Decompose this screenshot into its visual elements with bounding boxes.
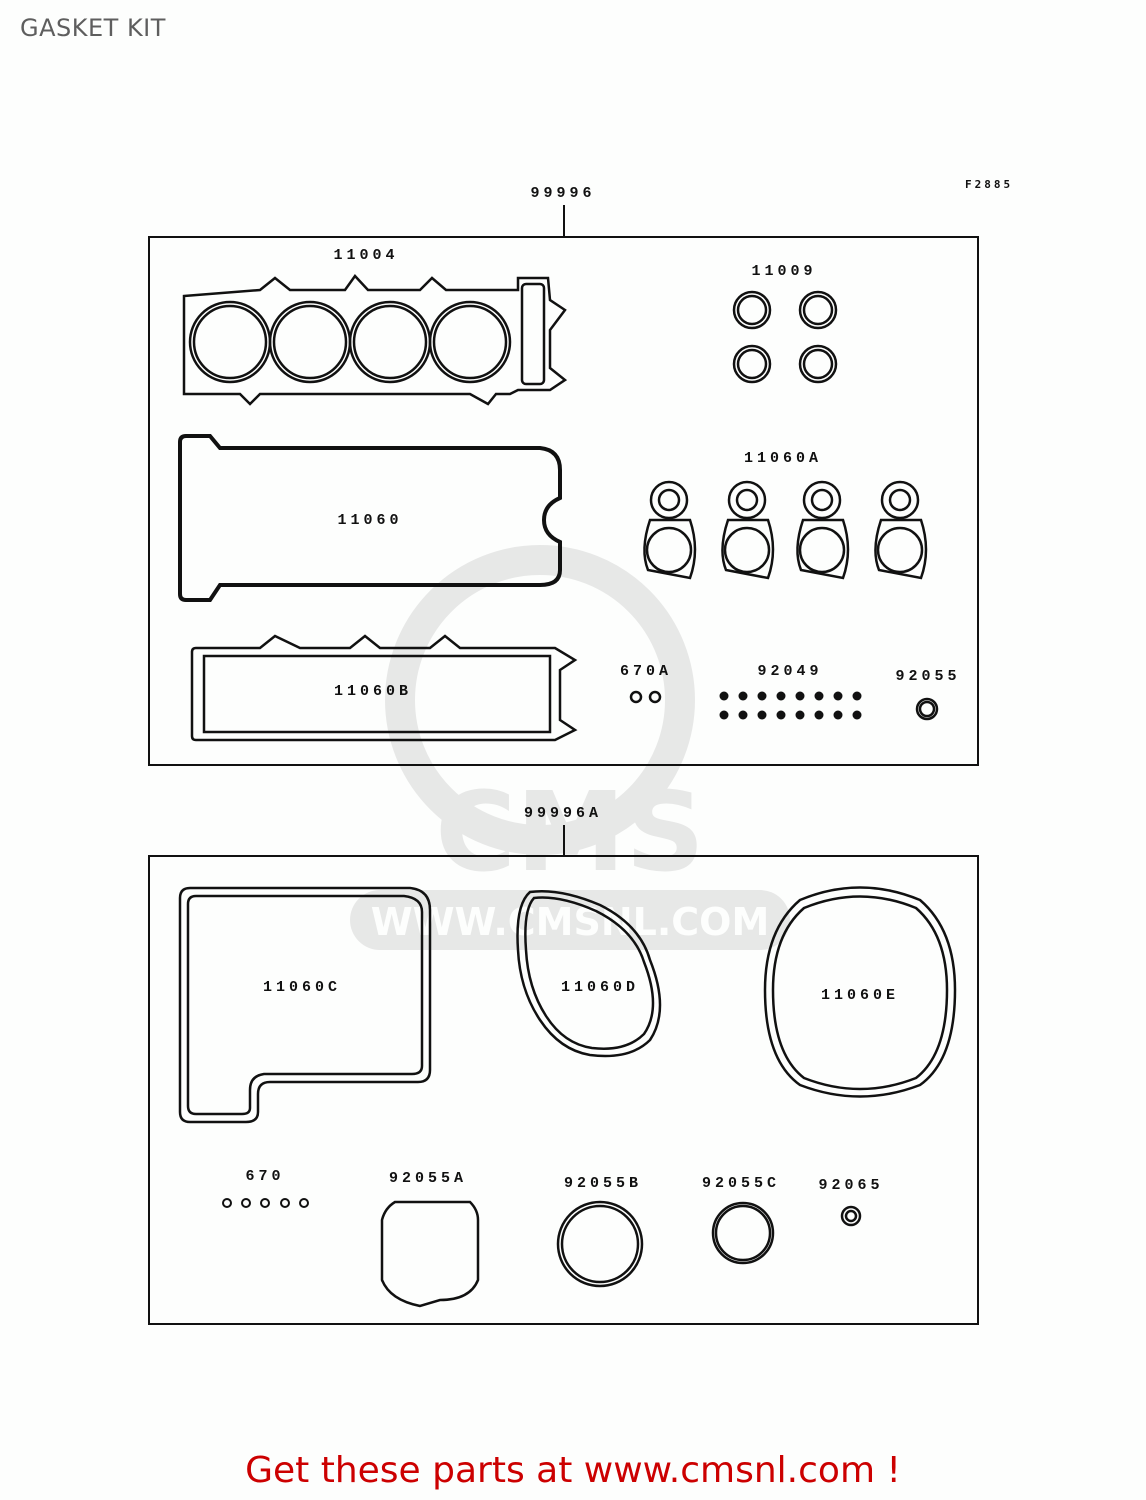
part-label-670a[interactable]: 670A bbox=[619, 663, 673, 680]
kit-box-99996 bbox=[148, 236, 979, 766]
part-label-11060e[interactable]: 11060E bbox=[820, 987, 900, 1004]
part-label-92055a[interactable]: 92055A bbox=[388, 1170, 468, 1187]
part-11060c-drawing[interactable] bbox=[178, 886, 432, 1124]
page-title: GASKET KIT bbox=[20, 14, 166, 42]
svg-text:CMS: CMS bbox=[435, 768, 704, 896]
part-label-11060[interactable]: 11060 bbox=[337, 512, 403, 529]
part-92055c-drawing[interactable] bbox=[711, 1201, 775, 1265]
part-11060-drawing[interactable] bbox=[178, 434, 562, 602]
part-92049-drawing[interactable] bbox=[719, 691, 862, 720]
footer-link[interactable]: Get these parts at www.cmsnl.com ! bbox=[245, 1450, 901, 1491]
figure-code: F2885 bbox=[965, 178, 1014, 191]
part-92055a-drawing[interactable] bbox=[380, 1200, 480, 1308]
part-label-92055b[interactable]: 92055B bbox=[563, 1175, 643, 1192]
part-92055b-drawing[interactable] bbox=[556, 1200, 644, 1288]
kit-label-99996[interactable]: 99996 bbox=[530, 185, 596, 202]
part-label-92055c[interactable]: 92055C bbox=[701, 1175, 781, 1192]
part-11060d-drawing[interactable] bbox=[516, 890, 662, 1058]
part-label-670[interactable]: 670 bbox=[245, 1168, 285, 1185]
part-label-11009[interactable]: 11009 bbox=[751, 263, 817, 280]
part-label-11060a[interactable]: 11060A bbox=[743, 450, 823, 467]
leader-line bbox=[563, 825, 565, 857]
part-670a-drawing[interactable] bbox=[629, 690, 662, 704]
part-label-11060b[interactable]: 11060B bbox=[333, 683, 413, 700]
kit-label-99996a[interactable]: 99996A bbox=[523, 805, 603, 822]
kit-box-99996a bbox=[148, 855, 979, 1325]
part-11060e-drawing[interactable] bbox=[763, 886, 957, 1098]
part-label-11060c[interactable]: 11060C bbox=[262, 979, 342, 996]
part-92065-drawing[interactable] bbox=[840, 1205, 862, 1227]
part-11060a-drawing[interactable] bbox=[643, 480, 928, 580]
part-label-92055[interactable]: 92055 bbox=[895, 668, 961, 685]
part-11009-drawing[interactable] bbox=[732, 290, 838, 384]
part-label-92065[interactable]: 92065 bbox=[818, 1177, 884, 1194]
part-11004-drawing[interactable] bbox=[182, 274, 568, 406]
part-670-drawing[interactable] bbox=[222, 1198, 309, 1208]
part-label-11004[interactable]: 11004 bbox=[333, 247, 399, 264]
cms-watermark-logo: CMS WWW.CMSNL.COM bbox=[350, 545, 790, 950]
svg-text:WWW.CMSNL.COM: WWW.CMSNL.COM bbox=[371, 900, 770, 944]
part-92055-drawing[interactable] bbox=[915, 697, 939, 721]
leader-line bbox=[563, 205, 565, 237]
part-11060b-drawing[interactable] bbox=[190, 634, 578, 742]
part-label-11060d[interactable]: 11060D bbox=[560, 979, 640, 996]
part-label-92049[interactable]: 92049 bbox=[757, 663, 823, 680]
